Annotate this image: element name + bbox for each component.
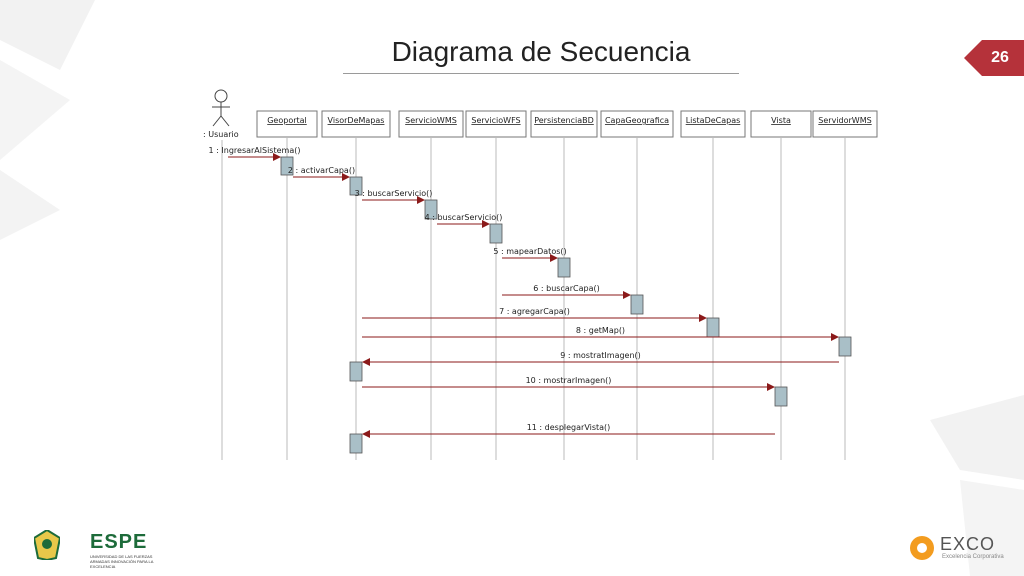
actor-usuario: : Usuario: [203, 89, 239, 460]
espe-subtitle: UNIVERSIDAD DE LAS FUERZAS ARMADAS INNOV…: [90, 554, 154, 569]
lifeline-servidorwms: ServidorWMS: [812, 110, 878, 460]
message-label: 9 : mostratImagen(): [560, 351, 641, 360]
page-number-badge: 26: [964, 40, 1024, 76]
message-label: 3 : buscarServicio(): [355, 189, 433, 198]
message-label: 8 : getMap(): [576, 326, 625, 335]
message-7: 7 : agregarCapa(): [362, 307, 707, 322]
activation-bar: [349, 176, 363, 196]
lifeline-label: ServidorWMS: [818, 116, 871, 125]
message-label: 6 : buscarCapa(): [533, 284, 600, 293]
activation-bar: [489, 223, 503, 244]
activation-bar: [706, 317, 720, 338]
message-label: 11 : desplegarVista(): [527, 423, 611, 432]
actor-label: : Usuario: [203, 130, 239, 139]
lifeline-label: CapaGeografica: [605, 116, 669, 125]
lifeline-geoportal: Geoportal: [256, 110, 318, 460]
lifeline-label: ServicioWMS: [405, 116, 457, 125]
message-label: 1 : IngresarAlSistema(): [209, 146, 301, 155]
message-10: 10 : mostrarImagen(): [362, 376, 775, 391]
exco-emblem-icon: [910, 536, 934, 560]
activation-bar: [280, 156, 294, 176]
message-6: 6 : buscarCapa(): [502, 284, 631, 299]
activation-bar: [557, 257, 571, 278]
lifeline-label: ListaDeCapas: [686, 116, 741, 125]
activation-bar: [630, 294, 644, 315]
message-3: 3 : buscarServicio(): [355, 189, 433, 204]
lifeline-label: Geoportal: [267, 116, 307, 125]
espe-crest-icon: [34, 530, 60, 560]
espe-logo: ESPE UNIVERSIDAD DE LAS FUERZAS ARMADAS …: [30, 528, 153, 569]
lifeline-label: PersistenciaBD: [534, 116, 594, 125]
lifeline-serviciowms: ServicioWMS: [398, 110, 464, 460]
lifeline-label: ServicioWFS: [471, 116, 520, 125]
lifeline-visordemapas: VisorDeMapas: [321, 110, 391, 460]
activation-bar: [349, 361, 363, 382]
message-8: 8 : getMap(): [362, 326, 839, 341]
message-1: 1 : IngresarAlSistema(): [209, 146, 301, 161]
exco-logo: EXCO Excelencia Corporativa: [908, 532, 1018, 566]
message-4: 4 : buscarServicio(): [425, 213, 503, 228]
exco-subtitle: Excelencia Corporativa: [942, 554, 1004, 560]
activation-bar: [424, 199, 438, 220]
page-number: 26: [991, 49, 1009, 66]
lifeline-capageografica: CapaGeografica: [600, 110, 674, 460]
title-divider: [343, 73, 739, 74]
activation-bar: [774, 386, 788, 407]
activation-bar: [838, 336, 852, 357]
message-2: 2 : activarCapa(): [288, 166, 355, 181]
exco-name: EXCO: [940, 534, 996, 554]
lifeline-label: Vista: [771, 116, 791, 125]
message-label: 10 : mostrarImagen(): [526, 376, 612, 385]
lifeline-serviciowfs: ServicioWFS: [465, 110, 527, 460]
message-5: 5 : mapearDatos(): [493, 247, 567, 262]
message-9: 9 : mostratImagen(): [362, 351, 839, 366]
lifeline-label: VisorDeMapas: [328, 116, 385, 125]
message-label: 7 : agregarCapa(): [499, 307, 570, 316]
slide-title: Diagrama de Secuencia: [391, 36, 691, 67]
message-11: 11 : desplegarVista(): [362, 423, 775, 438]
message-label: 2 : activarCapa(): [288, 166, 355, 175]
lifeline-listadecapas: ListaDeCapas: [680, 110, 746, 460]
activation-bar: [349, 433, 363, 454]
lifeline-vista: Vista: [750, 110, 812, 460]
espe-name: ESPE: [90, 531, 148, 553]
message-label: 5 : mapearDatos(): [493, 247, 566, 256]
message-label: 4 : buscarServicio(): [425, 213, 503, 222]
lifeline-persistenciabd: PersistenciaBD: [530, 110, 598, 460]
